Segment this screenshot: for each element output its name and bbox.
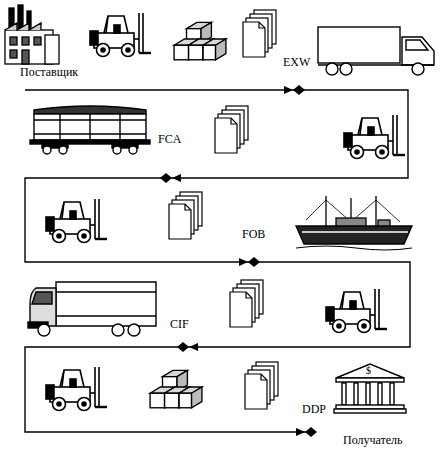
incoterm-label: EXW — [283, 56, 310, 69]
currency-symbol: $ — [366, 365, 371, 376]
incoterm-label: FCA — [158, 133, 181, 146]
incoterm-label: CIF — [170, 318, 189, 331]
incoterm-label: DDP — [302, 403, 326, 416]
party-label: Поставщик — [20, 66, 78, 79]
party-label: Получатель — [343, 434, 403, 447]
incoterm-label: FOB — [242, 228, 265, 241]
